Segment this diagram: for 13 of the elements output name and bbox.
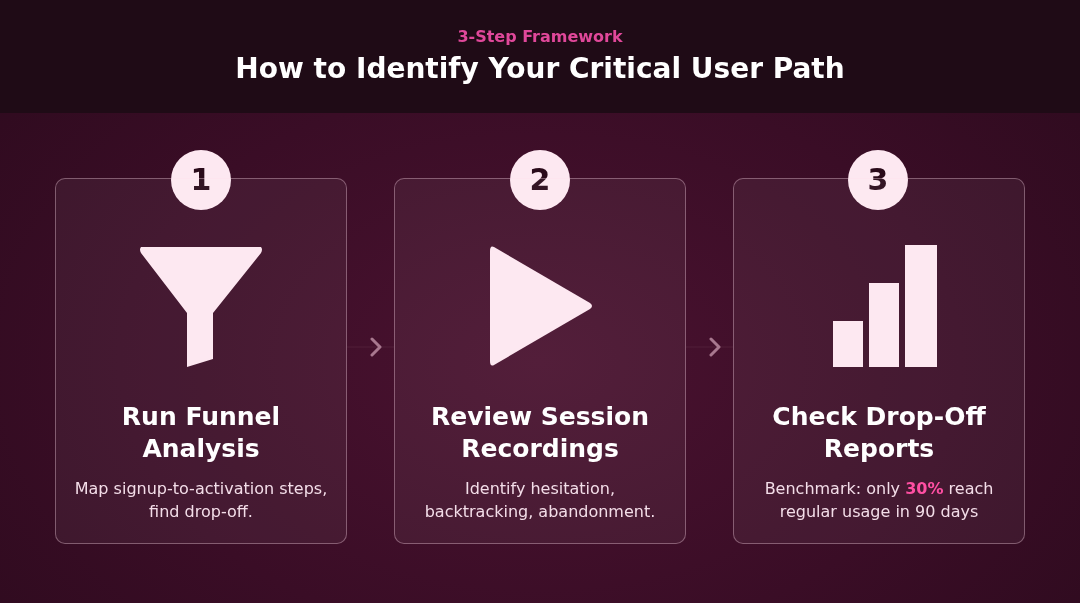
kicker-text: 3-Step Framework [457,27,623,46]
step-number-circle: 3 [848,150,908,210]
step-description: Map signup-to-activation steps, find drop-off. [73,478,329,523]
step-description: Identify hesitation, backtracking, abandonment. [423,478,657,523]
step-number-circle: 1 [171,150,231,210]
title: How to Identify Your Critical User Path [235,52,845,85]
step-description: Benchmark: only 30% reach regular usage in 90 days [763,478,995,523]
step-title: Review Session Recordings [429,401,651,465]
step-number-circle: 2 [510,150,570,210]
chevron-arrow [685,337,734,357]
step-title: Run Funnel Analysis [120,401,282,465]
chevron-arrow [346,337,395,357]
step-title: Check Drop-Off Reports [771,401,987,465]
